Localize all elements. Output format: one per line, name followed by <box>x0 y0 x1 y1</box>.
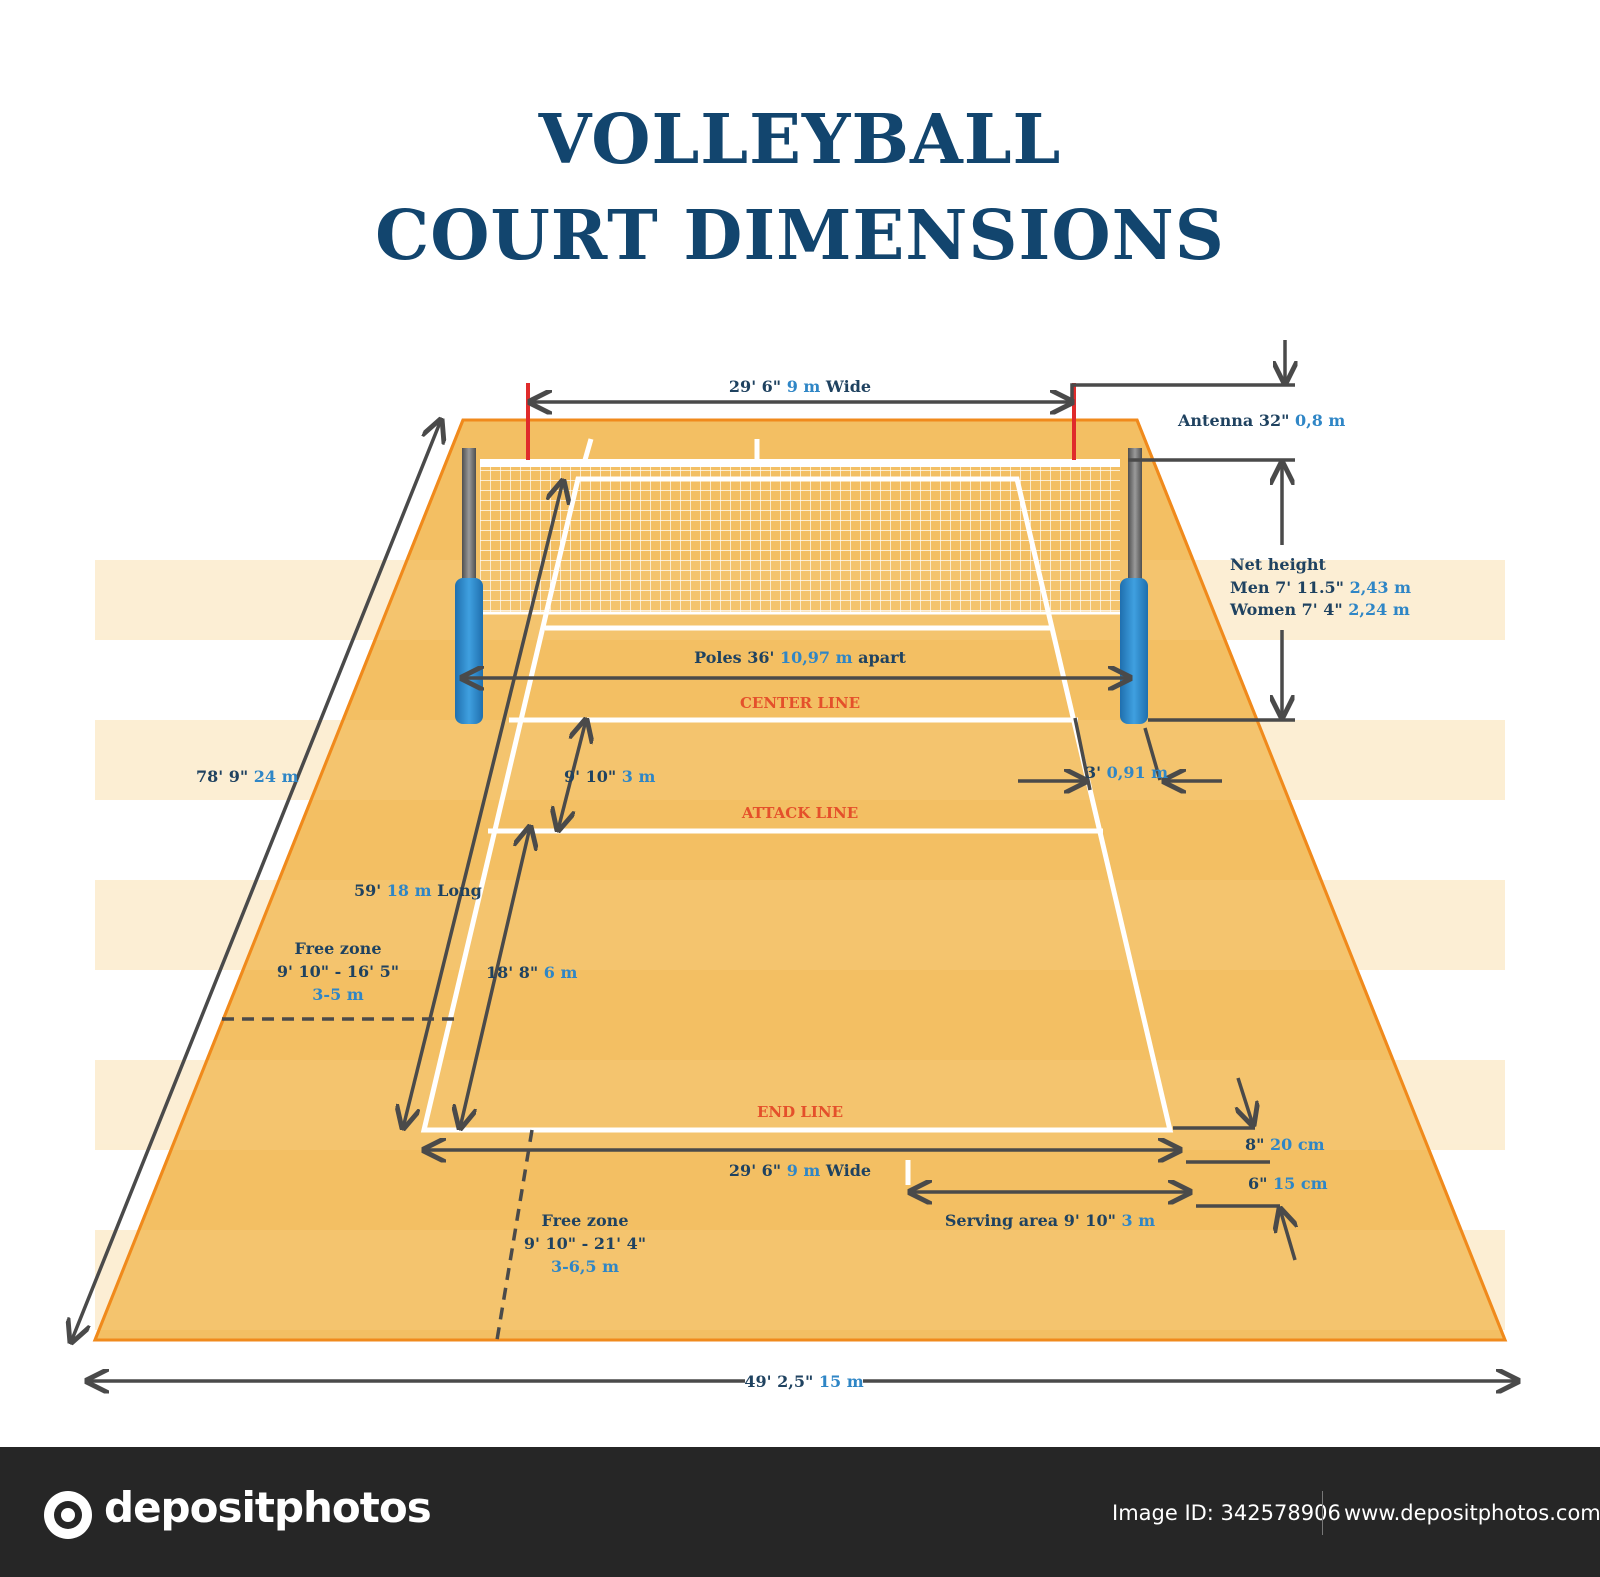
total-length-label: 78' 9" 24 m <box>196 767 299 786</box>
back-court-arrow <box>460 827 530 1128</box>
end-line-label: END LINE <box>757 1103 843 1121</box>
footer-logo-text: depositphotos <box>104 1483 432 1532</box>
attack-zone-label: 9' 10" 3 m <box>564 767 655 786</box>
antenna-label: Antenna 32" 0,8 m <box>1177 411 1345 430</box>
footer-site-link[interactable]: www.depositphotos.com <box>1344 1501 1600 1525</box>
antenna-guide <box>1070 383 1295 402</box>
line-width-arrow-bottom <box>1280 1209 1295 1261</box>
line-width-arrow-top <box>1238 1077 1253 1125</box>
court-length-label: 59' 18 m Long <box>354 881 482 900</box>
serving-area-label: Serving area 9' 10" 3 m <box>945 1211 1155 1230</box>
pole-offset-label: 3' 0,91 m <box>1085 763 1168 782</box>
net-height-title: Net height <box>1230 555 1326 574</box>
court-diagram: CENTER LINE ATTACK LINE END LINE 29' 6" … <box>0 340 1600 1447</box>
side-free-zone-imperial: 9' 10" - 16' 5" <box>277 962 399 981</box>
back-court-label: 18' 8" 6 m <box>486 963 577 982</box>
end-free-zone-title: Free zone <box>541 1211 628 1230</box>
total-width-label: 49' 2,5" 15 m <box>744 1372 863 1391</box>
end-free-zone-metric: 3-6,5 m <box>551 1257 619 1276</box>
camera-logo-icon <box>44 1491 92 1539</box>
page-title-line-1: VOLLEYBALL <box>538 100 1062 180</box>
total-length-arrow <box>71 420 441 1342</box>
net <box>480 459 1120 615</box>
end-free-zone-imperial: 9' 10" - 21' 4" <box>524 1234 646 1253</box>
footer-bar: depositphotos Image ID: 342578906 www.de… <box>0 1447 1600 1577</box>
side-free-zone-title: Free zone <box>294 939 381 958</box>
end-free-zone-dash <box>495 1129 534 1341</box>
page-title-line-2: COURT DIMENSIONS <box>375 196 1225 276</box>
attack-line-label: ATTACK LINE <box>741 804 858 822</box>
side-free-zone-metric: 3-5 m <box>312 985 363 1004</box>
net-height-women: Women 7' 4" 2,24 m <box>1229 600 1410 619</box>
line-width-6-label: 6" 15 cm <box>1248 1174 1328 1193</box>
footer-image-id: Image ID: 342578906 <box>1112 1501 1341 1525</box>
net-width-label: 29' 6" 9 m Wide <box>729 377 871 396</box>
center-line-label: CENTER LINE <box>740 694 860 712</box>
pole-offset-guide-b <box>1143 727 1162 781</box>
line-width-8-label: 8" 20 cm <box>1245 1135 1325 1154</box>
footer-divider <box>1322 1491 1323 1535</box>
poles-apart-label: Poles 36' 10,97 m apart <box>694 648 906 667</box>
net-height-men: Men 7' 11.5" 2,43 m <box>1230 578 1411 597</box>
end-width-label: 29' 6" 9 m Wide <box>729 1161 871 1180</box>
